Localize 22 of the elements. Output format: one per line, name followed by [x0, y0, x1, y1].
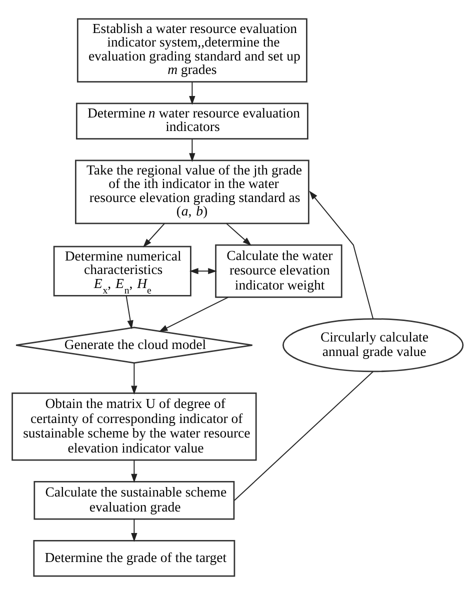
arrow	[126, 295, 134, 330]
node-box: Determine the grade of the target	[33, 540, 236, 577]
arrow	[189, 138, 196, 162]
arrow	[131, 460, 138, 483]
node-box: Establish a water resource evaluation indicator system,,determine the evaluation grading standard and set up m grades	[76, 18, 308, 83]
node-diamond: Generate the cloud model	[15, 326, 253, 364]
arrow	[189, 268, 217, 274]
node-box: Calculate the sustainable scheme evaluation grade	[34, 481, 235, 520]
connector	[234, 371, 374, 501]
arrow	[189, 82, 196, 105]
arrow	[158, 296, 229, 332]
arrow	[226, 222, 252, 246]
arrow	[142, 222, 166, 248]
arrow	[309, 190, 374, 320]
node-box: Determine n water resource evaluation indicators	[76, 102, 308, 140]
arrow	[131, 518, 138, 542]
node-box: Take the regional value of the jth grade of the ith indicator in the water resource elevation grading standard as (a, b)	[75, 160, 310, 224]
node-ellipse: Circularly calculate annual grade value	[282, 318, 464, 372]
node-box: Calculate the water resource elevation indicator weight	[215, 244, 342, 298]
node-box: Obtain the matrix U of degree of certainty of corresponding indicator of sustainable scheme by the water resource elevation indicator value	[12, 392, 257, 461]
arrow	[131, 362, 138, 395]
node-box: Determine numerical characteristics E$_{x}$, E$_{n}$, H$_{e}$	[53, 246, 192, 296]
